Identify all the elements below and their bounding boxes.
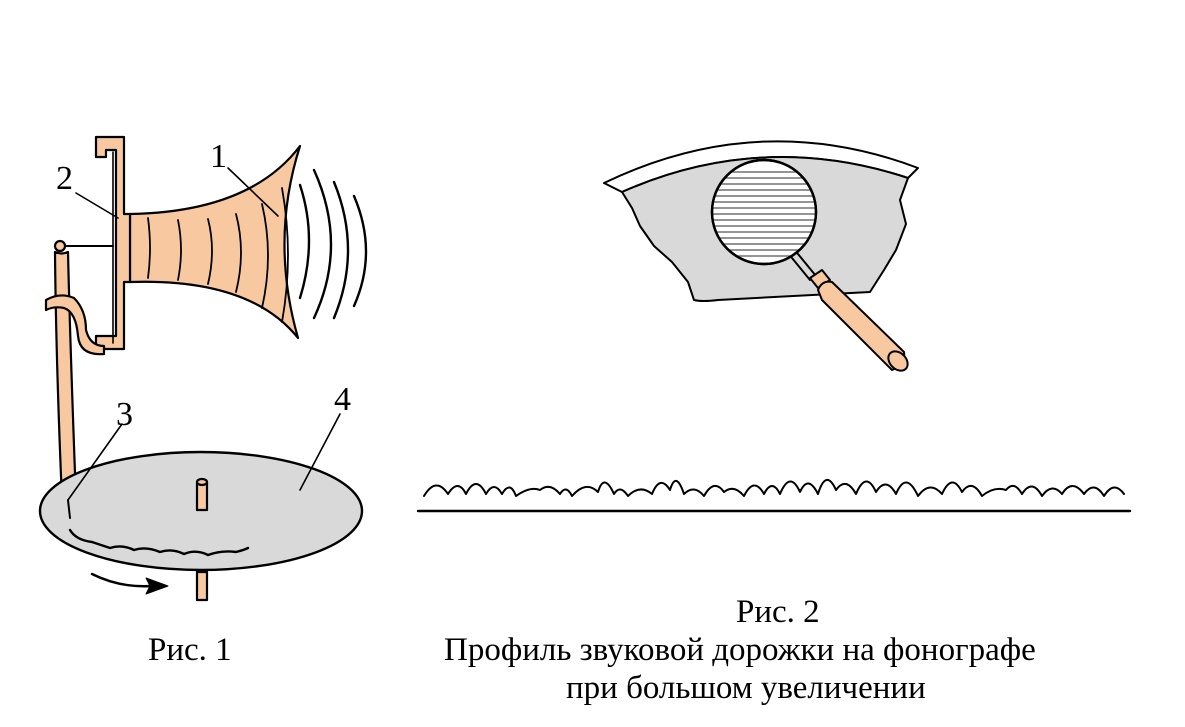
magnifier-collar: [809, 269, 831, 289]
needle-tip: [67, 499, 71, 519]
rotation-arrow-icon: [90, 572, 169, 595]
pivot: [53, 239, 67, 253]
horn-ribs: [147, 187, 289, 323]
horn-body: [128, 144, 302, 340]
support-arm: [44, 294, 106, 356]
figure-2-caption-subtitle: при большом увеличении: [566, 670, 926, 706]
figure-2-caption-number: Рис. 2: [736, 594, 820, 630]
label-horn: 1: [210, 138, 227, 175]
leader-lines: [67, 167, 341, 501]
spindle-bottom: [195, 570, 209, 602]
figure-2-record-detail: [603, 140, 919, 372]
figure-2-caption-title: Профиль звуковой дорожки на фонографе: [444, 632, 1036, 668]
groove-profile: [416, 479, 1132, 513]
label-needle: 3: [116, 396, 133, 433]
spindle: [195, 480, 209, 512]
groove-trace: [68, 528, 250, 557]
figure-1-caption: Рис. 1: [148, 632, 232, 668]
sound-waves: [298, 168, 368, 320]
label-record: 4: [334, 381, 351, 418]
label-membrane: 2: [56, 160, 73, 197]
needle-arm: [53, 250, 78, 502]
profile-wave: [423, 479, 1125, 497]
horn-icon: [128, 144, 302, 340]
figure-1-phonograph: [38, 135, 368, 602]
